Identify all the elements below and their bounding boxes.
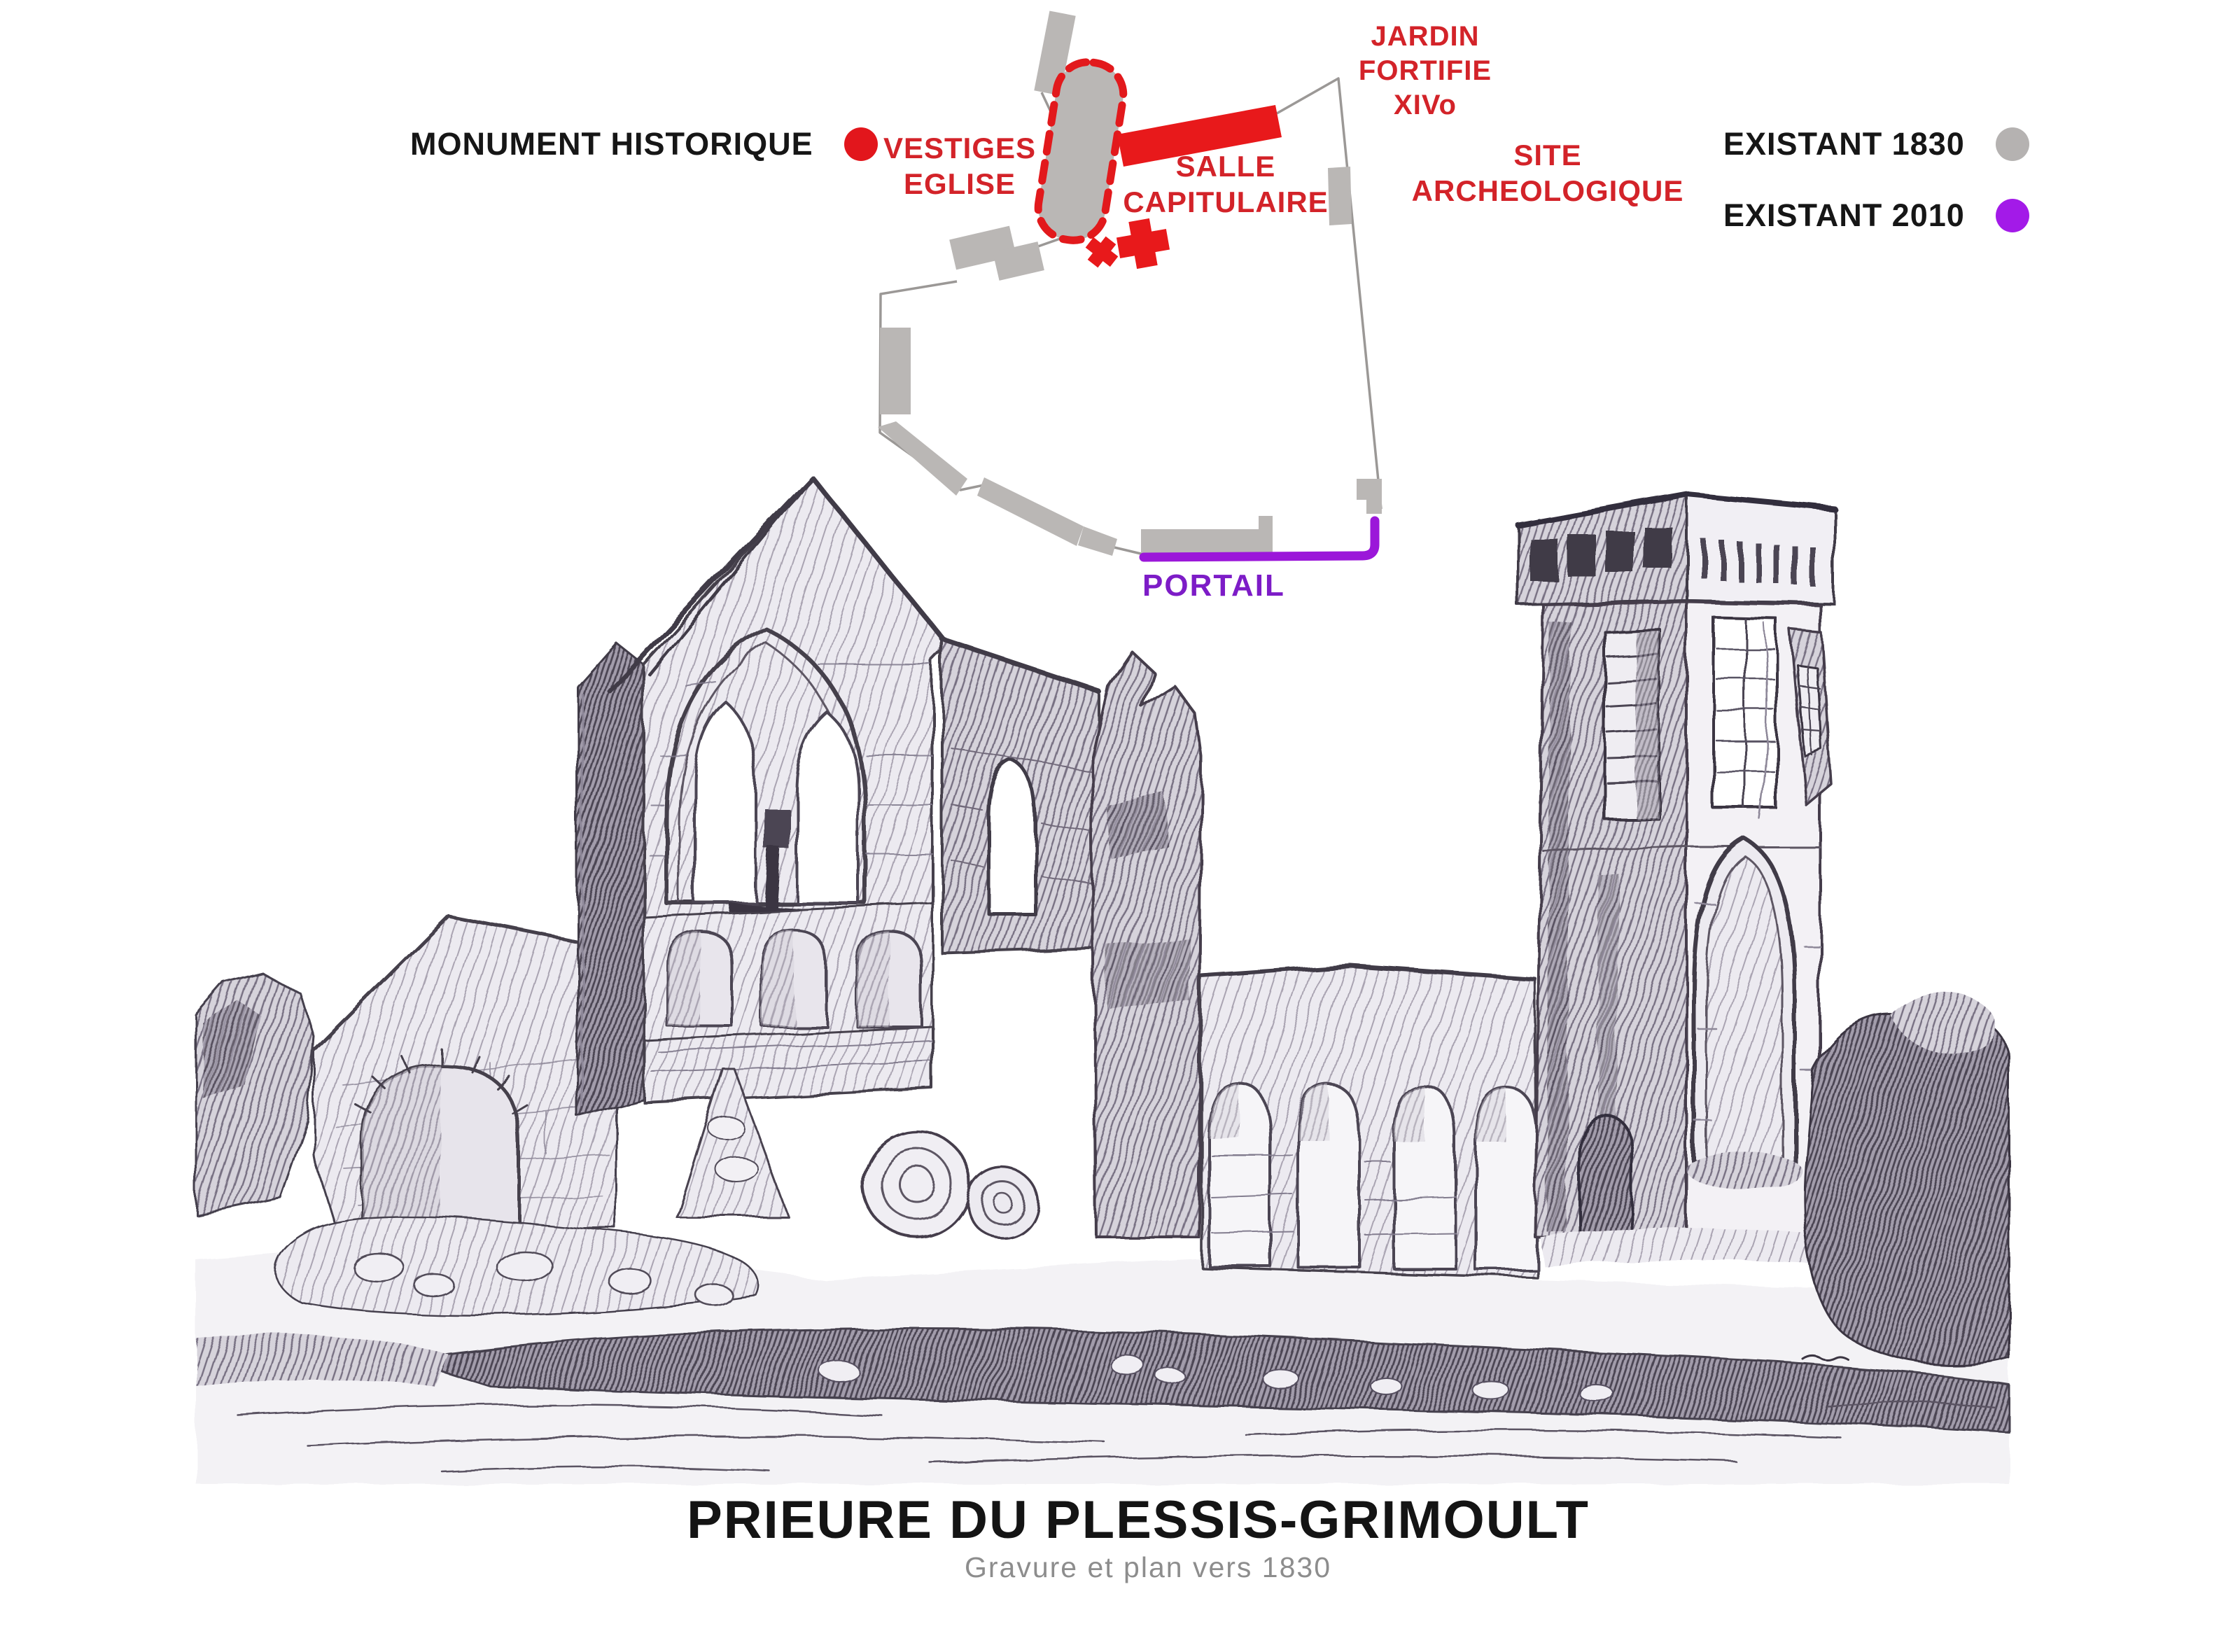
vegetation: [1802, 991, 2010, 1366]
existant-2010-dot-icon: [1995, 199, 2029, 232]
plan-portail-line: [1139, 516, 1380, 562]
tower: [1515, 491, 1837, 1266]
monument-historique-dot-icon: [844, 127, 878, 161]
legend-2010-label: EXISTANT 2010: [1723, 197, 1965, 233]
site-line1: SITE: [1513, 139, 1582, 172]
legend-monument-label: MONUMENT HISTORIQUE: [410, 126, 813, 162]
foreground-rubble: [675, 1067, 1849, 1402]
page-subtitle: Gravure et plan vers 1830: [964, 1551, 1332, 1583]
plan-walls-1830: [878, 10, 1382, 556]
existant-1830-dot-icon: [1995, 127, 2029, 161]
legend-existant-2010: EXISTANT 2010: [1723, 197, 2029, 234]
jardin-line1: JARDIN: [1371, 21, 1480, 52]
legend-existant-1830: EXISTANT 1830: [1723, 126, 2029, 162]
site-line2: ARCHEOLOGIQUE: [1411, 174, 1684, 208]
plan-vestiges-eglise-shape: [1034, 58, 1128, 244]
vestiges-line1: VESTIGES: [883, 132, 1037, 164]
salle-line1: SALLE: [1175, 150, 1276, 183]
plan-label-jardin-fortifie: JARDIN FORTIFIE XIVo: [1359, 20, 1492, 122]
vestiges-line2: EGLISE: [903, 167, 1016, 201]
plan-label-vestiges-eglise: VESTIGES EGLISE: [883, 130, 1036, 202]
rubble-left: [274, 1215, 760, 1316]
arcade-wall: [1199, 964, 1539, 1279]
salle-line2: CAPITULAIRE: [1123, 186, 1329, 219]
page-title: PRIEURE DU PLESSIS-GRIMOULT: [687, 1490, 1590, 1550]
legend-1830-label: EXISTANT 1830: [1723, 126, 1965, 162]
left-ruin-spur: [195, 972, 315, 1216]
jardin-line2: FORTIFIE: [1358, 55, 1492, 86]
plan-label-portail: PORTAIL: [1142, 568, 1285, 603]
plan-label-salle-capitulaire: SALLE CAPITULAIRE: [1123, 148, 1328, 220]
plan-label-site-archeologique: SITE ARCHEOLOGIQUE: [1412, 137, 1684, 209]
gable-wall: [608, 475, 951, 1104]
plan-red-monuments: [1085, 105, 1282, 270]
plan-salle-capitulaire-shape: [1117, 105, 1282, 167]
left-wall-doorway: [312, 913, 617, 1231]
jardin-line3: XIVo: [1394, 89, 1457, 120]
engraver-signature: [1802, 1354, 1849, 1362]
ruined-pier: [1091, 650, 1203, 1238]
legend-monument-historique: MONUMENT HISTORIQUE: [410, 126, 878, 162]
plan-boundary: [878, 77, 1382, 556]
